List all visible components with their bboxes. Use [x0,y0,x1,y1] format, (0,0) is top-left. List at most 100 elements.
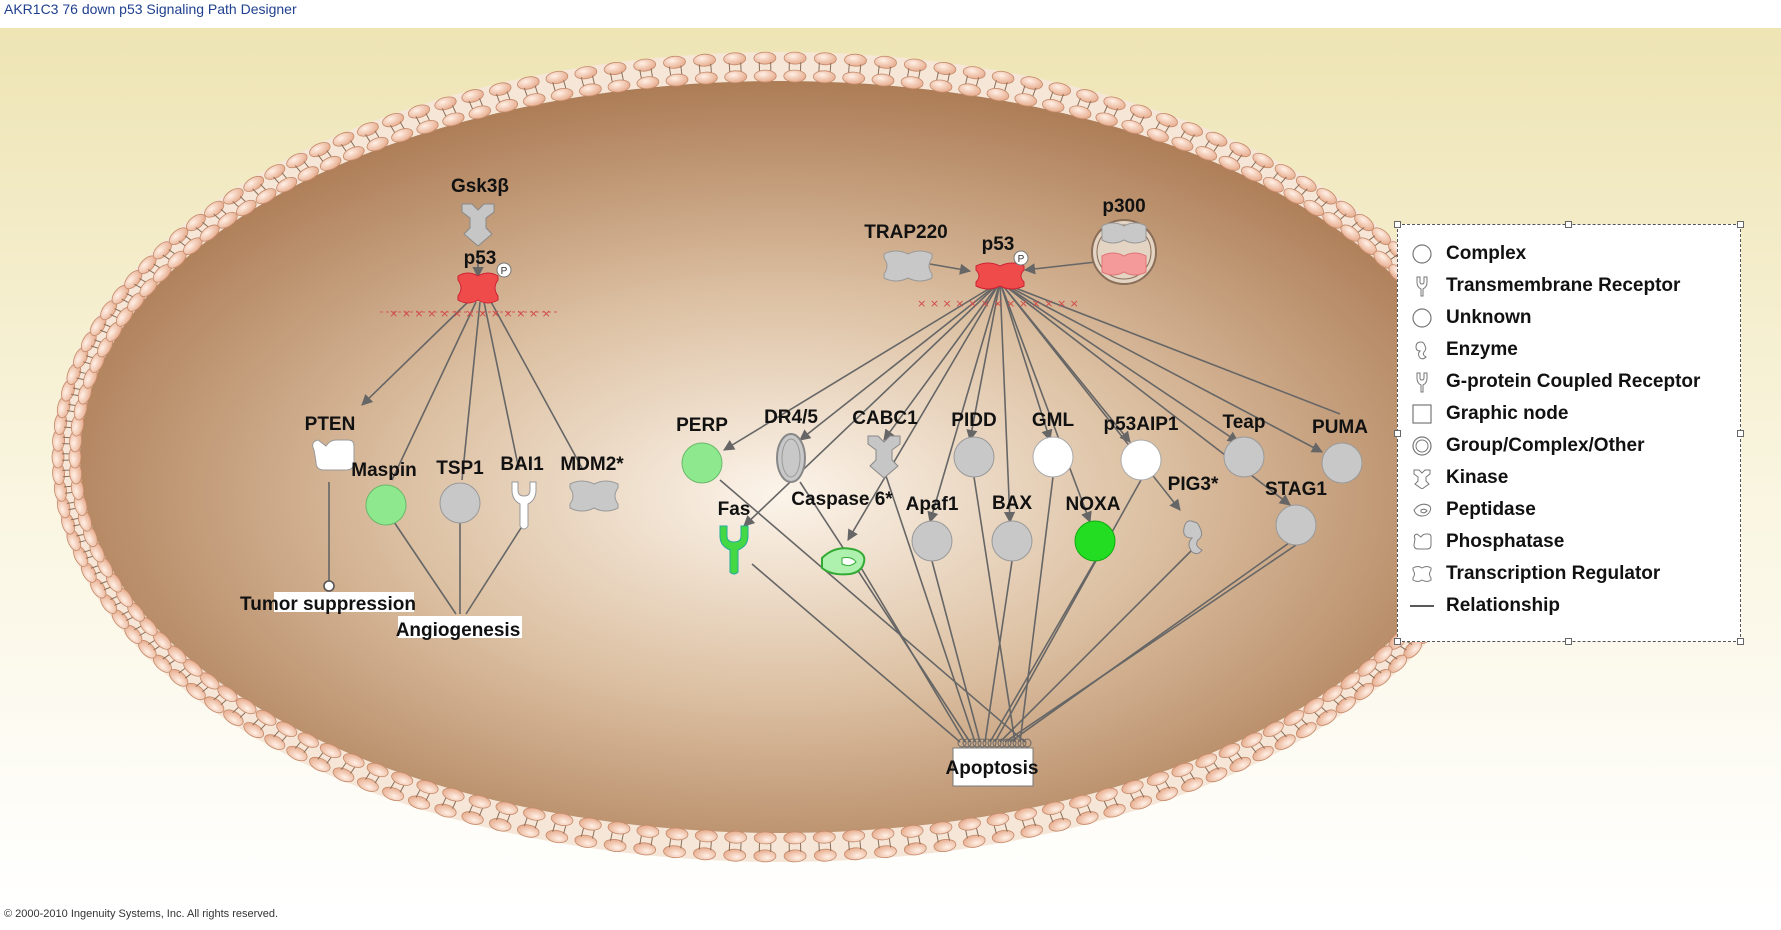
edge-to-apoptosis [719,479,1026,743]
lipid-head [550,812,574,827]
legend-label: Graphic node [1446,403,1569,424]
lipid-tail [993,80,997,90]
lipid-tail [273,176,280,184]
resize-handle-l[interactable] [1394,430,1401,437]
stag1-node[interactable] [1275,504,1317,546]
lipid-tail [680,65,683,75]
lipid-head [286,745,308,762]
noxa-node[interactable] [1074,520,1116,562]
lipid-tail [273,730,280,738]
lipid-tail [580,77,585,87]
edge-p53-caspase6 [847,281,1001,541]
label-maspin: Maspin [351,460,416,481]
lipid-tail [610,831,613,841]
resize-handle-tr[interactable] [1737,221,1744,228]
pidd-node[interactable] [953,436,995,478]
teap-node[interactable] [1223,436,1265,478]
legend-item-peptidase: Peptidase [1410,495,1536,525]
lipid-tail [1021,85,1026,95]
lipid-tail [76,533,85,537]
edge-p53-gml [999,281,1053,442]
lipid-tail [441,797,447,806]
lipid-tail [1004,822,1008,832]
apoptosis-connector [972,738,982,748]
tsp1-node[interactable] [439,482,481,524]
lipid-head [753,831,777,845]
resize-handle-bl[interactable] [1394,638,1401,645]
p53-right-xmarks: × × × × × × × × × × × × × [917,297,1079,310]
gml-node[interactable] [1032,436,1074,478]
trap220-node[interactable] [883,250,933,282]
p53-right-node[interactable] [975,262,1025,290]
lipid-head [663,845,686,859]
lipid-tail [1374,240,1382,247]
lipid-head [753,69,777,83]
lipid-tail [178,240,186,247]
p53-left-node[interactable] [457,272,499,304]
lipid-tail [1250,745,1257,753]
lipid-tail [1204,140,1210,148]
lipid-tail [877,65,880,75]
lipid-head [871,73,895,87]
lipid-head [1195,753,1218,768]
cabc1-kinase-node[interactable] [867,435,901,479]
apoptosis-connector [957,738,967,748]
lipid-head [442,787,465,802]
caspase6-peptidase-node[interactable] [821,547,866,576]
lipid-tail [1113,797,1119,806]
edge-p53-perp [723,281,1001,451]
lipid-head [276,177,298,193]
dr45-node[interactable] [776,433,806,483]
legend-item-graphic-node: Graphic node [1410,399,1568,429]
gsk3b-kinase-node[interactable] [461,203,495,247]
resize-handle-r[interactable] [1737,430,1744,437]
lipid-tail [1139,789,1145,798]
lipid-head [1095,112,1118,127]
lipid-tail [1189,771,1195,780]
mdm2-node[interactable] [569,480,619,512]
apaf1-node[interactable] [911,520,953,562]
lipid-tail [1320,706,1328,714]
lipid-head [523,807,546,821]
lipid-tail [389,124,396,134]
edge-p53-bax [999,281,1016,524]
p300-complex-node[interactable] [1091,219,1157,285]
legend-label: Transmembrane Receptor [1446,275,1681,296]
p53aip1-node[interactable] [1120,439,1162,481]
puma-node[interactable] [1321,442,1363,484]
legend-item-kinase: Kinase [1410,463,1508,493]
lipid-tail [1086,804,1092,814]
lipid-tail [1227,756,1234,764]
lipid-tail [1059,93,1064,103]
apoptosis-connector [982,738,992,748]
lipid-head [1181,122,1203,137]
unknown-icon [1410,306,1434,330]
resize-handle-t[interactable] [1565,221,1572,228]
label-p53-right: p53 [982,234,1015,255]
maspin-node[interactable] [365,484,407,526]
apoptosis-box [952,747,1034,787]
edge-to-apoptosis [973,476,1016,743]
bai1-gpcr-node[interactable] [511,481,537,530]
lipid-head [986,87,1010,102]
edge-p53-pidd [966,281,1001,442]
pig3-enzyme-node[interactable] [1183,520,1203,555]
bax-node[interactable] [991,520,1033,562]
lipid-tail [147,269,156,275]
resize-handle-br[interactable] [1737,638,1744,645]
lipid-tail [452,800,457,809]
pten-phosphatase-node[interactable] [312,439,355,471]
fas-receptor-node[interactable] [719,525,749,575]
lipid-tail [848,841,850,851]
lipid-tail [340,762,347,770]
lipid-head [1103,96,1126,111]
perp-node[interactable] [681,442,723,484]
resize-handle-b[interactable] [1565,638,1572,645]
lipid-head [1274,734,1296,750]
lipid-tail [1320,200,1328,208]
lipid-head [1020,76,1043,90]
lipid-tail [1076,98,1081,107]
resize-handle-tl[interactable] [1394,221,1401,228]
lipid-tail [72,523,81,527]
lipid-tail [1103,105,1108,114]
